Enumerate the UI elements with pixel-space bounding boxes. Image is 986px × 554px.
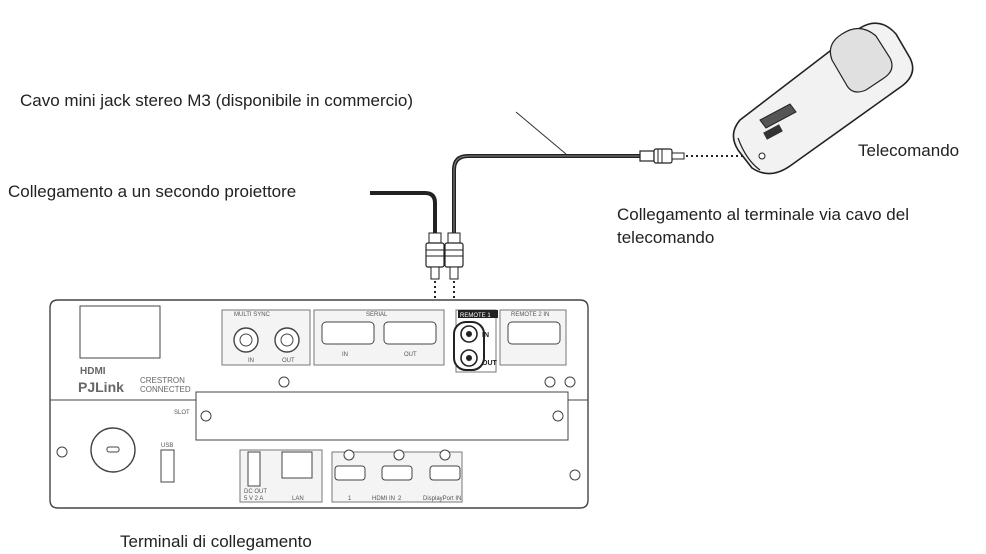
crestron-logo-line1: CRESTRON: [140, 376, 185, 385]
hdmi-in-text: HDMI IN: [372, 496, 395, 502]
crestron-logo-line2: CONNECTED: [140, 385, 191, 394]
remote1-text: REMOTE 1: [460, 313, 491, 319]
wired-terminal-label-line2: telecomando: [617, 228, 715, 247]
serial-out-text: OUT: [404, 352, 417, 358]
multi-sync-out-text: OUT: [282, 358, 295, 364]
serial-text: SERIAL: [366, 312, 388, 318]
hdmi-2-text: 2: [398, 496, 402, 502]
remote-cable: [452, 154, 640, 233]
remote2-in-text: REMOTE 2 IN: [511, 312, 549, 318]
remote-control-illustration: [732, 22, 914, 175]
cable-leader-line: [515, 111, 567, 155]
projector-panel: [49, 299, 589, 509]
slot-text: SLOT: [174, 410, 190, 416]
lan-text: LAN: [292, 496, 304, 502]
dc-out-spec-text: 5 V 2 A: [244, 496, 263, 502]
dc-out-text: DC OUT: [244, 489, 267, 495]
terminals-label: Terminali di collegamento: [120, 532, 312, 551]
multi-sync-in-text: IN: [248, 358, 254, 364]
remote1-in-text: IN: [482, 332, 489, 339]
remote-label: Telecomando: [858, 141, 960, 160]
remote1-plugs: [425, 232, 464, 280]
hdmi-1-text: 1: [348, 496, 352, 502]
serial-in-text: IN: [342, 352, 348, 358]
remote1-out-text: OUT: [482, 360, 498, 367]
displayport-in-text: DisplayPort IN: [423, 496, 461, 502]
second-projector-label: Collegamento a un secondo proiettore: [8, 182, 297, 201]
cable-label: Cavo mini jack stereo M3 (disponibile in…: [20, 91, 414, 110]
remote1-tag: [458, 310, 498, 318]
usb-text: USB: [161, 443, 173, 449]
pjlink-logo: PJLink: [78, 379, 124, 395]
multi-sync-text: MULTI SYNC: [234, 312, 271, 318]
wired-terminal-label-line1: Collegamento al terminale via cavo del: [617, 205, 909, 224]
remote-cable-highlight: [453, 155, 640, 233]
hdmi-logo: HDMI: [80, 366, 106, 377]
second-projector-cable: [370, 191, 437, 233]
mini-jack-plug-remote: [639, 148, 685, 164]
